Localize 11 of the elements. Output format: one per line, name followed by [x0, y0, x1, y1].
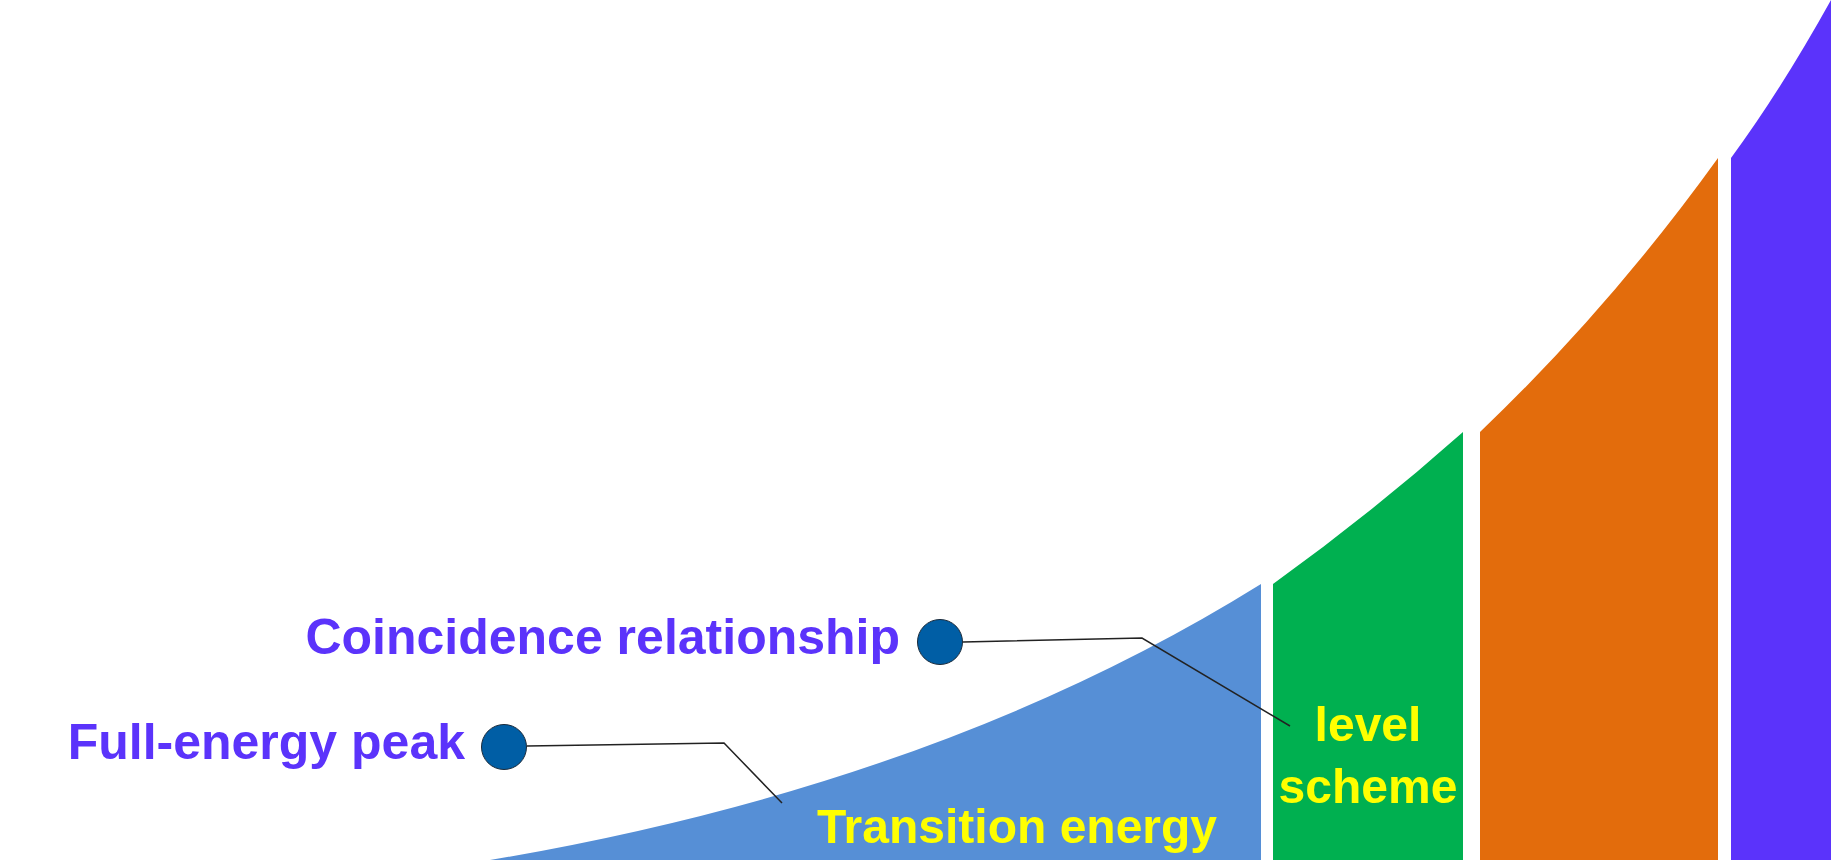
bar-band: [1731, 0, 1831, 860]
callout-text: Full-energy peak: [67, 713, 465, 771]
band-label: level scheme: [1277, 697, 1459, 815]
bar-band: [1480, 158, 1718, 860]
marker-dot: [917, 619, 963, 665]
band-label: Transition energy: [815, 799, 1219, 855]
leader-line: [526, 742, 783, 804]
callout-text: Coincidence relationship: [305, 608, 900, 666]
bar-band: [1273, 432, 1463, 860]
leader-line: [962, 637, 1291, 727]
marker-dot: [481, 724, 527, 770]
